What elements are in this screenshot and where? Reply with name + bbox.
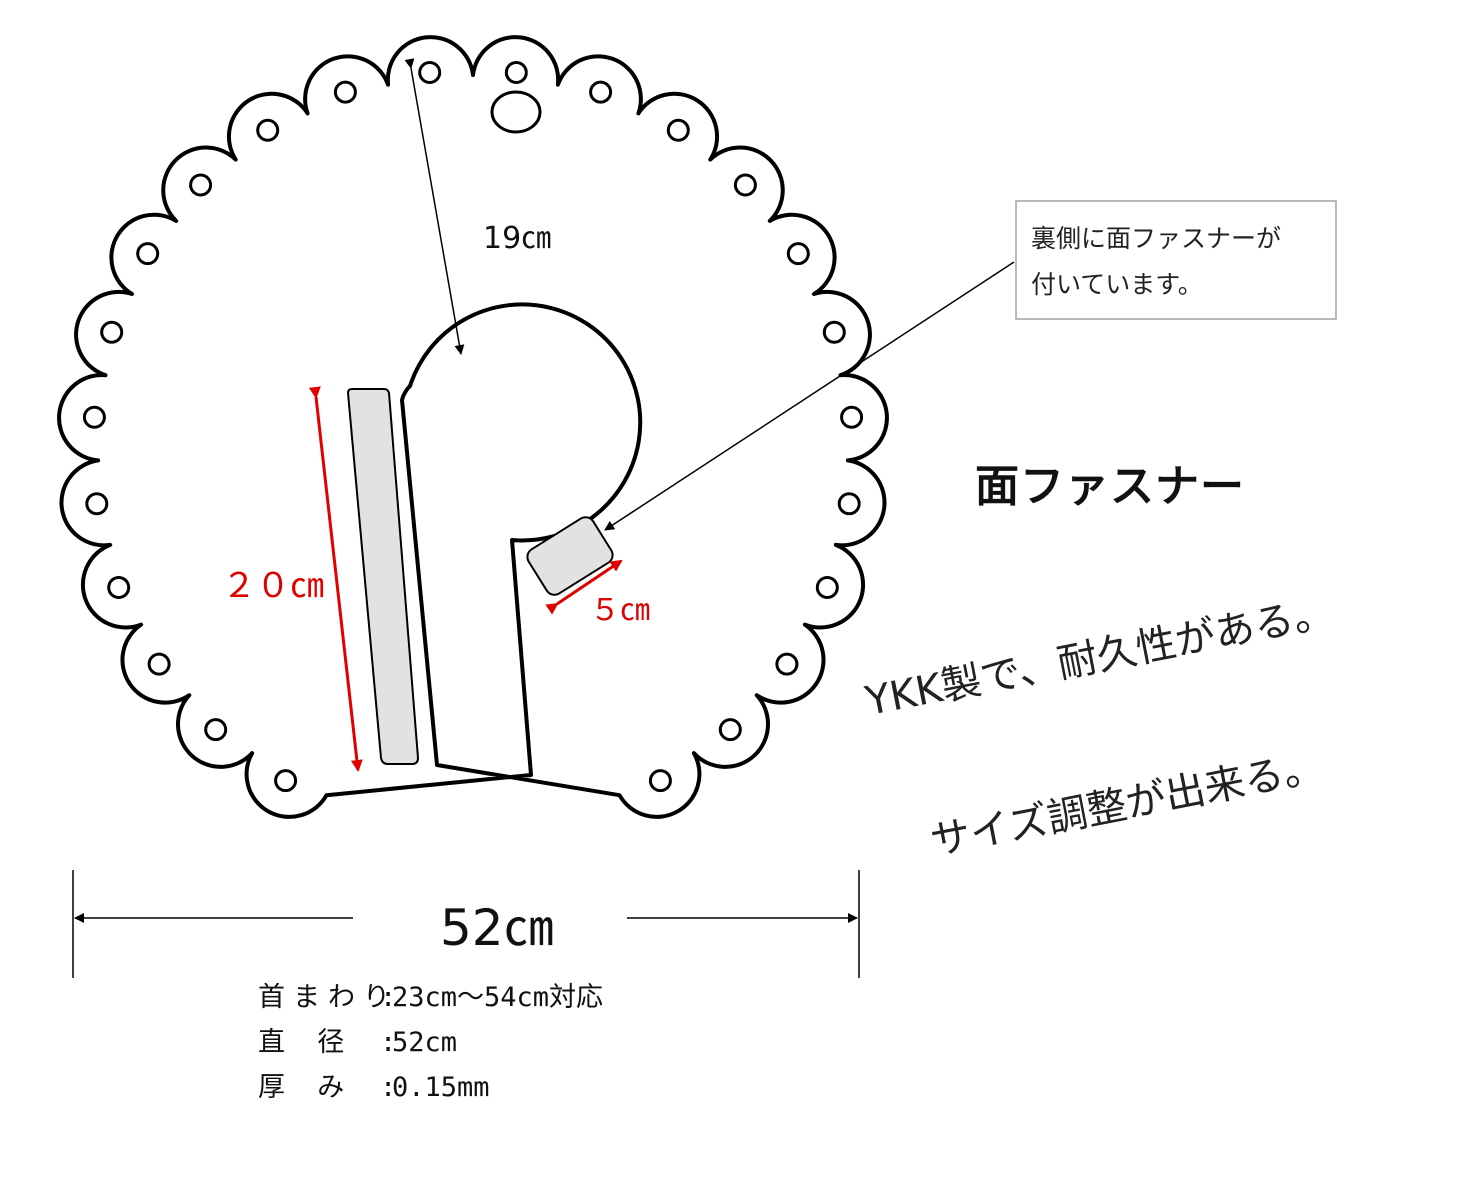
callout-line-2: 付いています。 (1031, 270, 1203, 299)
edge-hole (786, 242, 810, 266)
spec-key: 直 径 (258, 1027, 353, 1058)
depth-arrow (404, 58, 465, 355)
edge-hole (815, 576, 839, 599)
spec-row-neck: 首まわり:23cm～54cm対応 (258, 975, 603, 1020)
tab-width-arrow (545, 559, 623, 615)
spec-value: 0.15mm (392, 1072, 490, 1103)
spec-key: 厚 み (258, 1072, 353, 1103)
spec-key: 首まわり (258, 982, 398, 1013)
edge-hole (100, 320, 124, 344)
edge-hole (733, 173, 757, 197)
edge-hole (256, 118, 280, 142)
edge-hole (504, 61, 528, 84)
tab-width-label: ５㎝ (590, 593, 650, 628)
edge-hole (589, 80, 613, 104)
edge-hole (718, 718, 742, 742)
strip-length-arrow (308, 386, 363, 772)
spec-sep: : (380, 982, 397, 1013)
spec-value: 52cm (392, 1027, 458, 1058)
edge-hole (333, 80, 357, 104)
edge-hole (107, 576, 131, 599)
edge-hole (822, 320, 846, 344)
callout-line-1: 裏側に面ファスナーが (1031, 224, 1282, 253)
spec-sep: : (380, 1072, 397, 1103)
edge-hole (837, 492, 861, 516)
edge-hole (418, 61, 442, 84)
fastener-title: 面ファスナー (975, 461, 1245, 512)
spec-list: 首まわり:23cm～54cm対応 直 径:52cm 厚 み:0.15mm (258, 975, 603, 1110)
edge-hole (666, 118, 690, 142)
edge-hole (840, 405, 864, 429)
collar-outline (57, 35, 889, 819)
hanging-hole (490, 90, 542, 134)
spec-row-diameter: 直 径:52cm (258, 1020, 603, 1065)
width-label: 52㎝ (440, 899, 554, 957)
edge-hole (274, 769, 298, 793)
edge-hole (82, 405, 106, 429)
spec-value: 23cm～54cm対応 (392, 982, 604, 1013)
callout-box: 裏側に面ファスナーが 付いています。 (1015, 200, 1337, 320)
edge-hole (136, 242, 160, 266)
strip-length-label: ２０㎝ (222, 566, 324, 606)
spec-row-thickness: 厚 み:0.15mm (258, 1065, 603, 1110)
callout-leader (604, 261, 1015, 531)
edge-hole (147, 652, 171, 676)
depth-label: 19㎝ (483, 221, 551, 256)
edge-hole (204, 718, 228, 742)
edge-hole (189, 173, 213, 197)
edge-hole (648, 769, 672, 793)
edge-hole (85, 492, 109, 516)
spec-sep: : (380, 1027, 397, 1058)
edge-hole (775, 652, 799, 676)
